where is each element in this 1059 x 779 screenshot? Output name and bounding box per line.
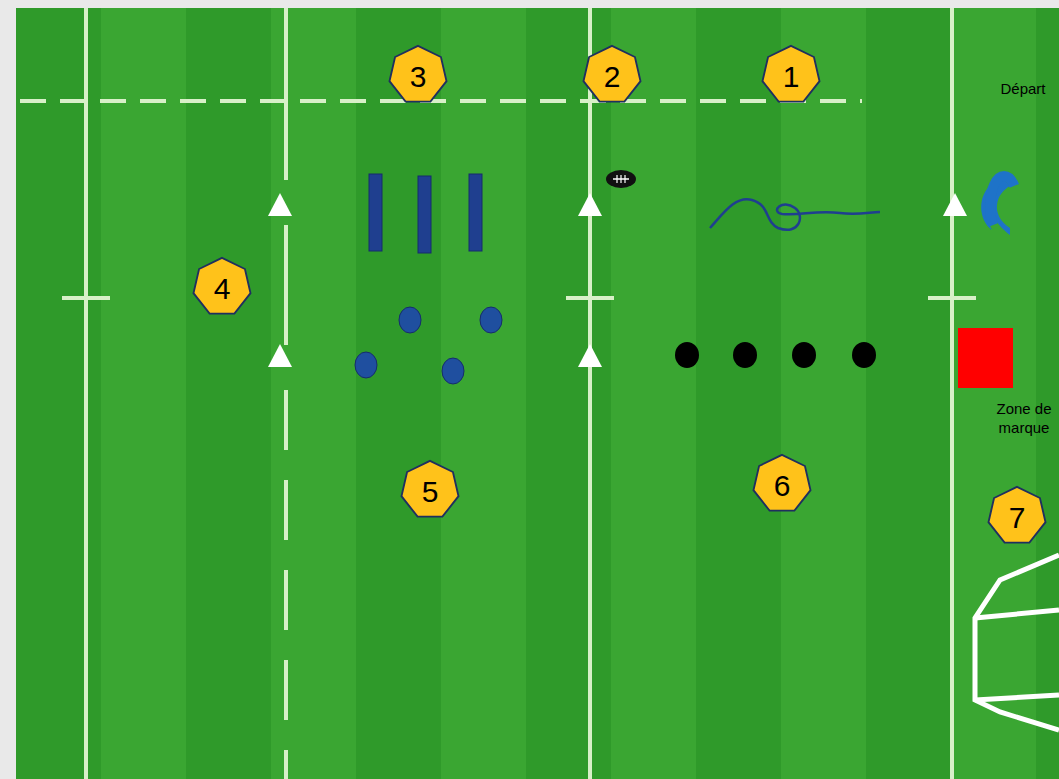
zone-label: Zone de marque — [993, 399, 1055, 437]
callout-badge: 7 — [986, 485, 1048, 547]
callout-number: 5 — [399, 459, 461, 525]
callout-badge: 5 — [399, 459, 461, 521]
callout-number: 1 — [760, 44, 822, 110]
callout-number: 3 — [387, 44, 449, 110]
grass-ground — [16, 8, 1059, 779]
callout-badge: 2 — [581, 44, 643, 106]
callout-number: 4 — [191, 256, 253, 322]
callout-number: 6 — [751, 453, 813, 519]
callout-badge: 4 — [191, 256, 253, 318]
zone-label: Départ — [991, 79, 1055, 98]
callout-number: 2 — [581, 44, 643, 110]
callout-badge: 6 — [751, 453, 813, 515]
callout-number: 7 — [986, 485, 1048, 551]
callout-badge: 3 — [387, 44, 449, 106]
callout-badge: 1 — [760, 44, 822, 106]
